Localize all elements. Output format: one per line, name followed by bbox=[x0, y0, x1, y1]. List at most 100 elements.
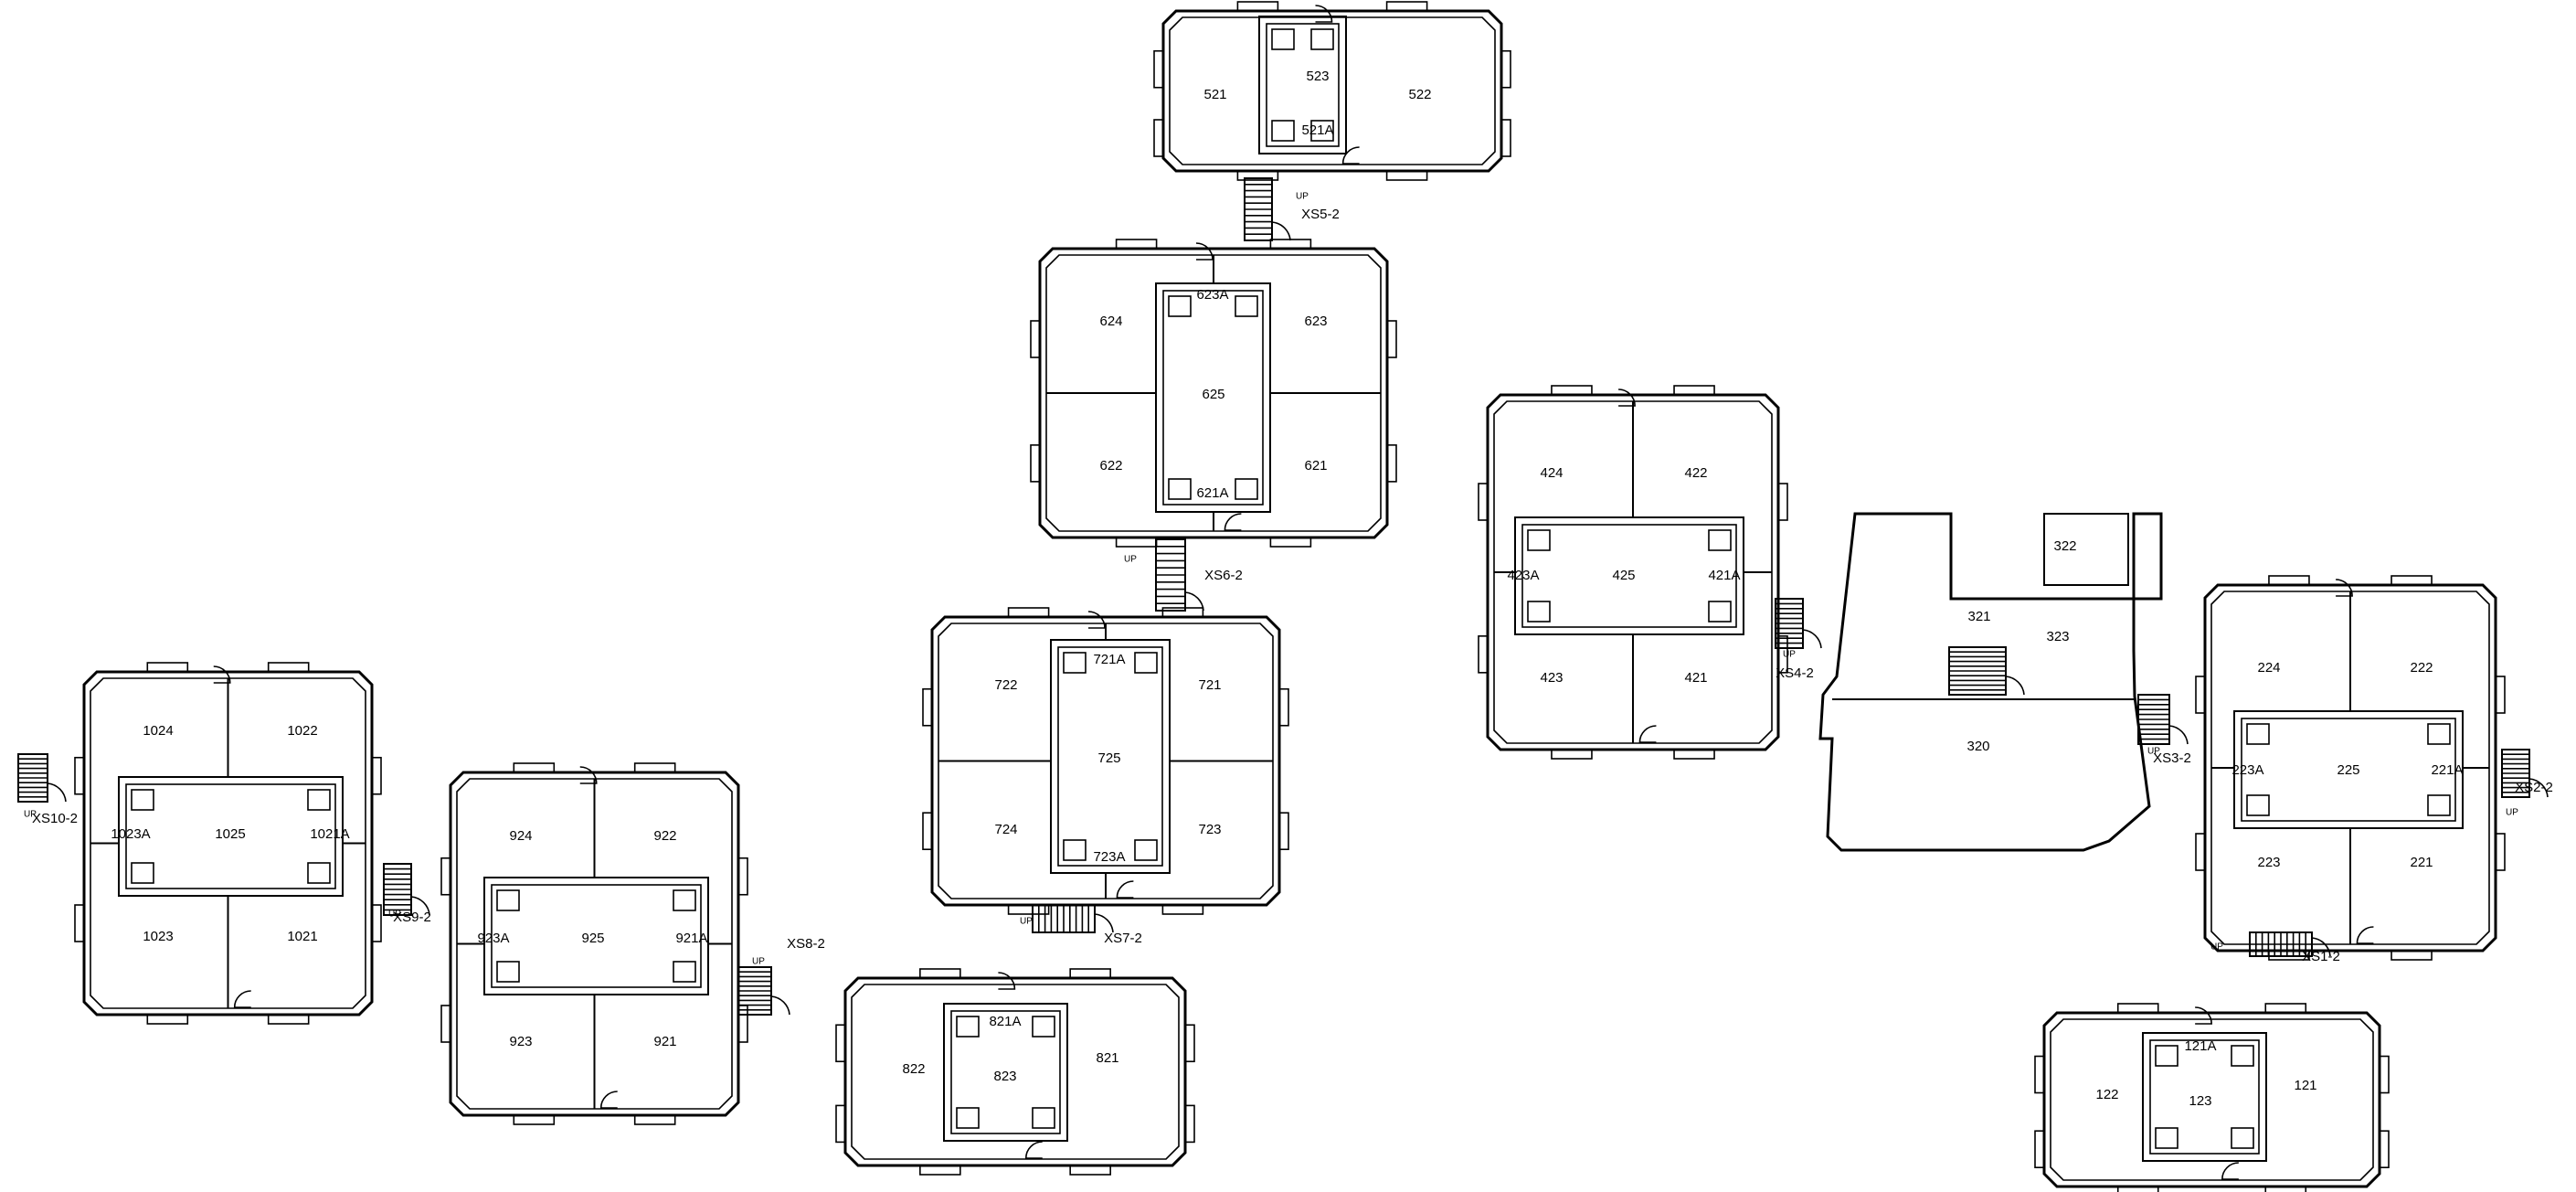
building-b2-door bbox=[2336, 579, 2353, 597]
building-b7-bay bbox=[1161, 904, 1204, 915]
building-b7-core-closet bbox=[1063, 839, 1087, 861]
building-b8-inner-wall bbox=[851, 984, 1180, 1160]
building-b1-core-closet bbox=[2155, 1127, 2178, 1149]
stair-up-label: UP bbox=[1783, 650, 1796, 660]
building-b8-bay bbox=[835, 1104, 846, 1144]
building-b7-core-inner bbox=[1057, 646, 1163, 867]
building-b9-bay bbox=[440, 857, 451, 896]
stair-up-label: UP bbox=[1296, 192, 1309, 202]
room-label-522: 522 bbox=[1408, 87, 1431, 102]
building-b6-core-closet bbox=[1168, 295, 1192, 317]
room-label-421A: 421A bbox=[1708, 568, 1740, 583]
building-b4-core-closet bbox=[1708, 601, 1732, 623]
building-b8-bay bbox=[1184, 1024, 1195, 1063]
room-label-222: 222 bbox=[2410, 660, 2433, 676]
building-b10-bay bbox=[371, 904, 382, 942]
building-b5-bay bbox=[1500, 119, 1511, 157]
building-b4-bay bbox=[1673, 385, 1715, 396]
building-b7-bay bbox=[1278, 687, 1289, 727]
room-label-421: 421 bbox=[1684, 670, 1707, 686]
building-b2-core-closet bbox=[2246, 794, 2270, 816]
stair-label-XS9-2: XS9-2 bbox=[393, 910, 431, 925]
building-b9-bay bbox=[513, 762, 556, 773]
building-b2-bay bbox=[2495, 833, 2506, 871]
building-b7-bay bbox=[1278, 812, 1289, 851]
building-b6-door bbox=[1195, 242, 1214, 261]
building-b6-core-inner bbox=[1162, 290, 1264, 506]
building-b6-door bbox=[1224, 513, 1242, 531]
building-b4-bay bbox=[1551, 749, 1593, 760]
building-b1-bay bbox=[2379, 1055, 2390, 1094]
building-b4-core bbox=[1514, 516, 1744, 635]
room-label-121A: 121A bbox=[2184, 1038, 2216, 1054]
building-b2-bay bbox=[2390, 950, 2433, 961]
building-b7-inner-wall bbox=[938, 623, 1274, 899]
building-b2-bay bbox=[2195, 833, 2206, 871]
building-b4-bay bbox=[1551, 385, 1593, 396]
building-b4-door bbox=[1638, 725, 1657, 743]
building-b2-bay bbox=[2495, 676, 2506, 714]
building-b5-bay bbox=[1153, 49, 1164, 89]
stair-label-XS10-2: XS10-2 bbox=[32, 811, 78, 826]
room-label-223A: 223A bbox=[2231, 762, 2263, 778]
room-label-1021A: 1021A bbox=[310, 826, 349, 842]
room-label-223: 223 bbox=[2257, 855, 2280, 870]
stair-XS3-2-arc bbox=[2168, 725, 2189, 745]
room-label-724: 724 bbox=[994, 822, 1017, 837]
building-b8-bay bbox=[1184, 1104, 1195, 1144]
building-b6-bay bbox=[1030, 444, 1041, 483]
stair-up-label: UP bbox=[2506, 808, 2518, 818]
building-b8-bay bbox=[1069, 968, 1111, 979]
room-label-923: 923 bbox=[509, 1034, 532, 1049]
stair-XS2-2-arc bbox=[2528, 778, 2549, 798]
room-label-523: 523 bbox=[1306, 69, 1329, 84]
stair-XS10-2-arc bbox=[47, 782, 67, 803]
building-b10-core-closet bbox=[307, 862, 331, 884]
room-label-322: 322 bbox=[2053, 538, 2076, 554]
building-b8-door bbox=[998, 972, 1016, 990]
building-b4-core-closet bbox=[1708, 529, 1732, 551]
building-b4-core-inner bbox=[1521, 524, 1737, 628]
building-b2-door bbox=[2356, 926, 2374, 944]
building-b10-inner-wall bbox=[90, 677, 366, 1009]
stair-label-XS3-2: XS3-2 bbox=[2153, 750, 2191, 766]
building-b10-bay bbox=[146, 1014, 189, 1025]
building-b1-inner-wall bbox=[2050, 1018, 2374, 1181]
building-b9-bay bbox=[633, 762, 676, 773]
walls-layer bbox=[74, 1, 2506, 1192]
stair-XS9-2-arc bbox=[410, 896, 430, 916]
building-b5-core-closet bbox=[1310, 28, 1334, 50]
building-b3-bath bbox=[2043, 513, 2129, 586]
building-b10-door bbox=[213, 665, 231, 684]
room-label-921: 921 bbox=[653, 1034, 676, 1049]
building-b8-bay bbox=[1069, 1165, 1111, 1176]
room-label-1022: 1022 bbox=[287, 723, 317, 739]
room-label-423A: 423A bbox=[1507, 568, 1539, 583]
room-label-623: 623 bbox=[1304, 314, 1327, 329]
building-b2-inner-wall bbox=[2210, 591, 2490, 945]
stair-label-XS7-2: XS7-2 bbox=[1104, 931, 1142, 946]
room-label-823: 823 bbox=[993, 1069, 1016, 1084]
room-label-721: 721 bbox=[1198, 677, 1221, 693]
stair-up-label: UP bbox=[1124, 555, 1137, 565]
building-b7-core-closet bbox=[1134, 652, 1158, 674]
building-b6-core-closet bbox=[1235, 478, 1258, 500]
building-b7-bay bbox=[1161, 607, 1204, 618]
building-b5-bay bbox=[1500, 49, 1511, 89]
room-label-621: 621 bbox=[1304, 458, 1327, 474]
stair-XS8-2-arc bbox=[770, 995, 790, 1016]
room-label-1023A: 1023A bbox=[111, 826, 150, 842]
building-b5-core-closet bbox=[1310, 120, 1334, 142]
room-label-320: 320 bbox=[1966, 739, 1989, 754]
room-label-422: 422 bbox=[1684, 465, 1707, 481]
building-b2-bay bbox=[2268, 575, 2310, 586]
stair-up-label: UP bbox=[2210, 942, 2223, 953]
room-label-821: 821 bbox=[1096, 1050, 1118, 1066]
building-b5-bay bbox=[1385, 1, 1428, 12]
building-b4-core-closet bbox=[1527, 529, 1551, 551]
room-label-822: 822 bbox=[902, 1061, 925, 1077]
room-label-1023: 1023 bbox=[143, 929, 173, 944]
building-b10-door bbox=[233, 990, 251, 1008]
building-b10-bay bbox=[74, 756, 85, 795]
building-b6-core-closet bbox=[1235, 295, 1258, 317]
